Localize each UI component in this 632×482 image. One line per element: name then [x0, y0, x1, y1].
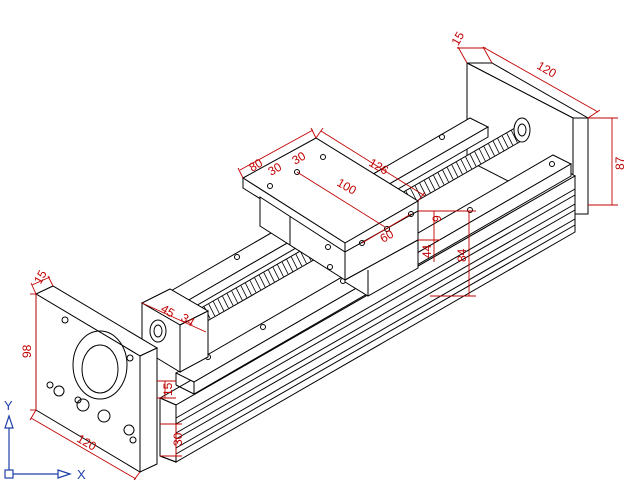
dim-nut-block-a: 45	[159, 301, 178, 320]
dim-carriage-width: 80	[247, 156, 266, 175]
dim-base-height: 30	[171, 432, 185, 446]
dim-top-plate-thickness: 15	[448, 29, 467, 48]
dim-left-plate-thickness: 15	[31, 267, 50, 286]
carriage	[242, 137, 419, 297]
dim-total-height: 84	[455, 248, 469, 262]
ucs-axis-icon	[4, 414, 72, 479]
dim-left-plate-height: 98	[20, 344, 34, 358]
left-end-plate	[34, 285, 159, 473]
ucs-x-label: X	[77, 467, 86, 482]
dim-carriage-height: 44	[420, 244, 434, 258]
ucs-y-label: Y	[4, 398, 13, 413]
dim-carriage-step: 9	[430, 215, 444, 222]
dim-carriage-hole-b: 30	[290, 149, 309, 168]
dim-carriage-hole-a: 30	[266, 160, 285, 179]
dim-nut-block-b: 34	[179, 310, 198, 329]
dim-carriage-hole-offset: 60	[378, 227, 397, 246]
linear-actuator-drawing	[34, 62, 590, 473]
dim-top-plate-height: 87	[613, 156, 627, 170]
dimension-annotations	[29, 46, 618, 481]
dim-rail-step: 15	[161, 382, 175, 396]
